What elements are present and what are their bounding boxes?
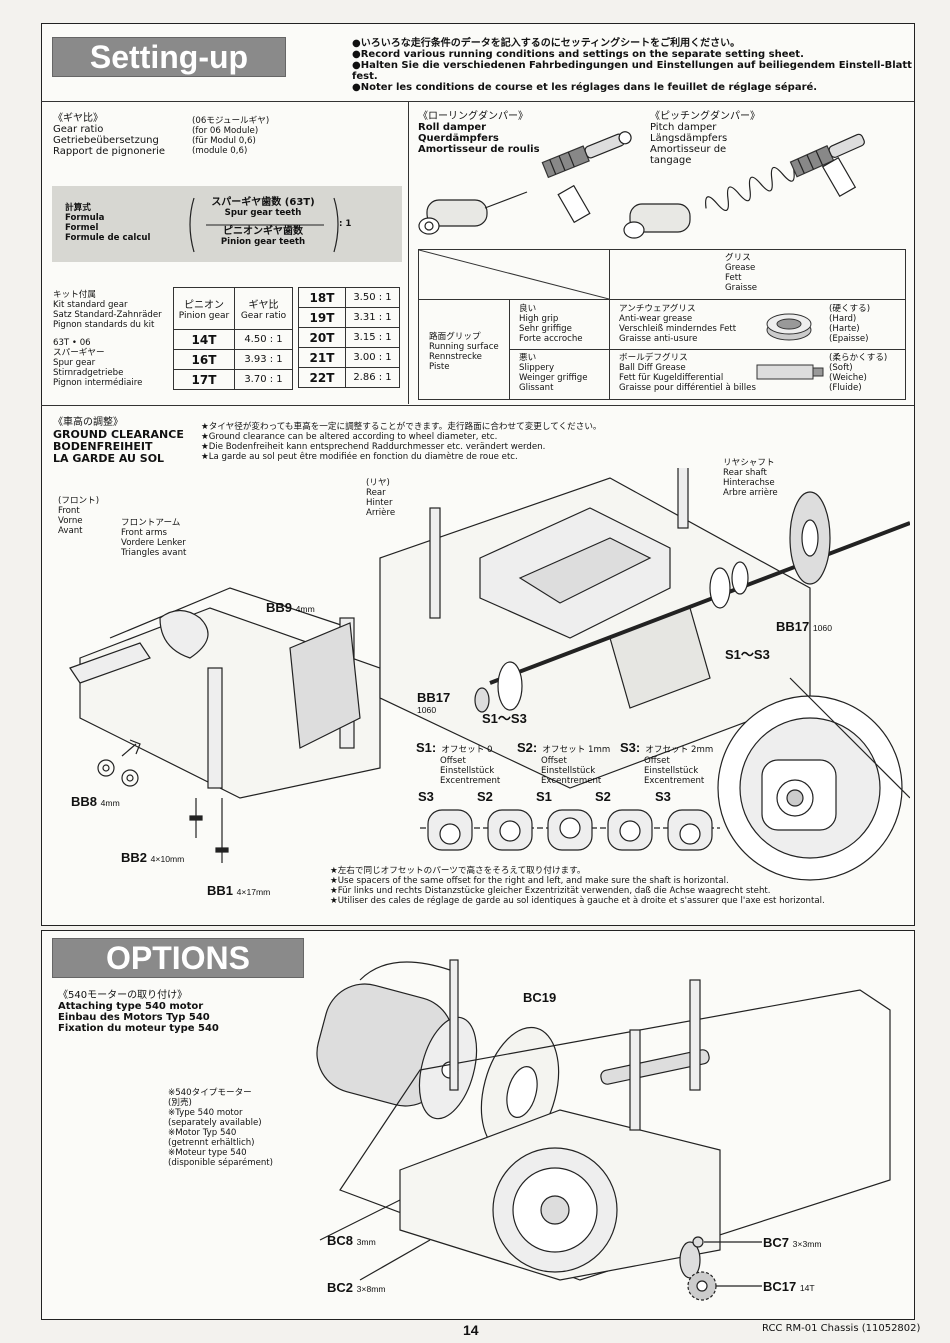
setting-up-banner: Setting-up — [52, 37, 286, 77]
pitch-damper-drawing — [623, 133, 865, 239]
s1-s3-label: S1〜S3 — [725, 647, 770, 662]
formula-box — [52, 186, 402, 262]
hard-label: (硬くする)(Hard)(Harte)(Epaisse) — [829, 304, 871, 344]
bb9-label: BB9 4mm — [266, 600, 315, 615]
bc8-label: BC8 3mm — [327, 1233, 376, 1248]
bb8-label: BB8 4mm — [71, 794, 120, 809]
ground-clearance-notes: ★タイヤ径が変わっても車高を一定に調整することができます。走行路面に合わせて変更… — [201, 422, 602, 462]
gear-ratio-title: 《ギヤ比》 Gear ratio Getriebeübersetzung Rap… — [53, 113, 166, 157]
s1-s3-label: S1〜S3 — [482, 711, 527, 726]
kit-labels: キット付属 Kit standard gear Satz Standard-Za… — [53, 290, 162, 330]
intro-line: ●Noter les conditions de course et les r… — [352, 82, 818, 93]
formula-labels: 計算式 Formula Formel Formule de calcul — [65, 203, 151, 243]
bb1-label: BB1 4×17mm — [207, 883, 271, 898]
document-id: RCC RM-01 Chassis (11052802) — [762, 1323, 921, 1334]
grease-tube-icon — [756, 364, 824, 380]
bc2-label: BC2 3×8mm — [327, 1280, 386, 1295]
options-banner: OPTIONS — [52, 938, 304, 978]
spacer-label: S3 — [655, 789, 671, 804]
pitch-damper-label: 《ピッチングダンパー》 Pitch damper Längsdämpfers A… — [650, 111, 760, 166]
bc7-label: BC7 3×3mm — [763, 1235, 822, 1250]
formula-numerator: スパーギヤ歯数 (63T) Spur gear teeth — [211, 197, 315, 219]
bottom-notes: ★左右で同じオフセットのパーツで高さをそろえて取り付けます。 ★Use spac… — [330, 866, 825, 906]
spur-labels: 63T • 06 スパーギヤー Spur gear Stirnradgetrie… — [53, 338, 143, 388]
formula-denominator: ピニオンギヤ歯数 Pinion gear teeth — [220, 226, 306, 248]
intro-line: ●いろいろな走行条件のデータを記入するのにセッティングシートをご利用ください。 — [352, 38, 741, 49]
vertical-divider — [408, 102, 409, 404]
page-number: 14 — [463, 1322, 479, 1338]
divider — [41, 405, 914, 406]
bb17-label: BB17 1060 — [776, 619, 832, 634]
spacer-label: S2 — [595, 789, 611, 804]
bc19-label: BC19 — [523, 990, 557, 1005]
ground-clearance-title: 《車高の調整》 GROUND CLEARANCE BODENFREIHEIT L… — [53, 417, 184, 465]
spacer-label: S1 — [536, 789, 552, 804]
spacer-label: S3 — [418, 789, 434, 804]
setup-intro: ●いろいろな走行条件のデータを記入するのにセッティングシートをご利用ください。 … — [352, 38, 912, 93]
divider — [41, 101, 914, 102]
module-notes: (06モジュールギヤ) (for 06 Module) (für Modul 0… — [192, 116, 270, 156]
grease-jar-icon — [766, 313, 812, 341]
motor-title: 《540モーターの取り付け》 Attaching type 540 motor … — [58, 990, 219, 1034]
roll-damper-drawing — [418, 131, 632, 235]
motor-note: ※540タイプモーター(別売)※Type 540 motor(separatel… — [168, 1088, 274, 1168]
setting-up-title: Setting-up — [89, 39, 249, 75]
roll-damper-label: 《ローリングダンパー》 Roll damper Querdämpfers Amo… — [418, 111, 540, 155]
spacer-label: S2 — [477, 789, 493, 804]
formula-suffix: : 1 — [339, 219, 352, 229]
ground-clearance-drawing — [69, 468, 910, 881]
motor-drawing — [316, 959, 891, 1281]
options-title: OPTIONS — [105, 940, 250, 976]
intro-line: ●Halten Sie die verschiedenen Fahrbeding… — [352, 60, 912, 82]
intro-line: ●Record various running conditions and s… — [352, 49, 804, 60]
spacer-row — [420, 809, 720, 851]
pinion-gear-icon — [687, 1236, 762, 1301]
bc17-label: BC17 14T — [763, 1279, 815, 1294]
bb2-label: BB2 4×10mm — [121, 850, 185, 865]
soft-label: (柔らかくする)(Soft)(Weiche)(Fluide) — [829, 353, 888, 393]
formula-brackets — [189, 197, 339, 253]
